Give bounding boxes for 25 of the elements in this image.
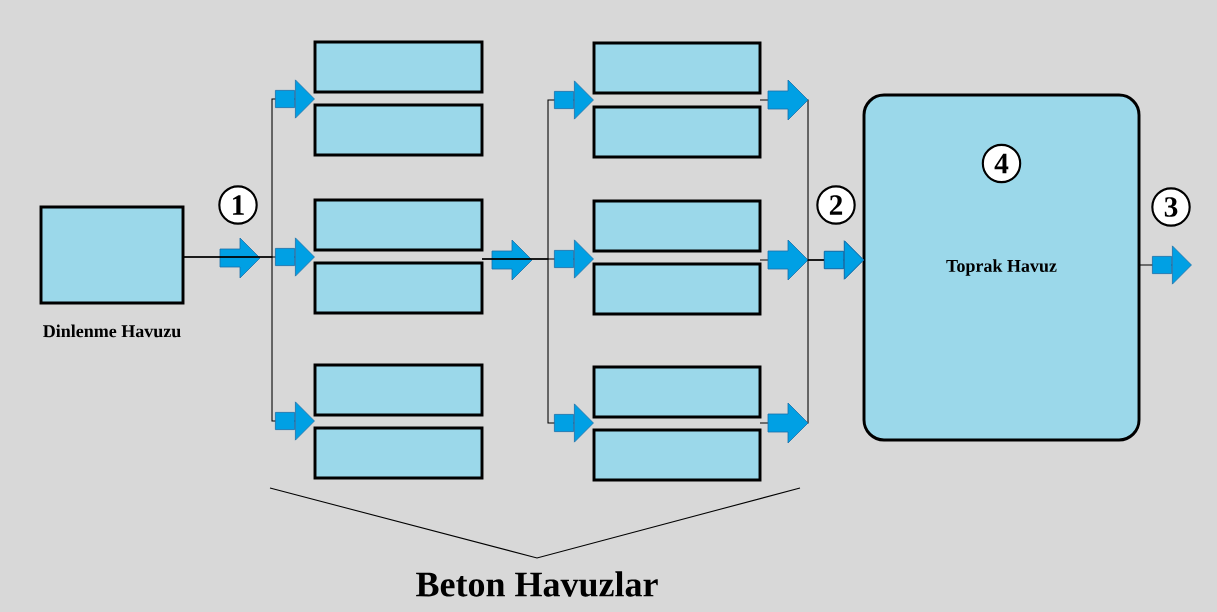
flow-arrow [481,258,594,443]
pool-box [313,261,484,315]
pool-box [592,262,762,316]
pool-box [592,105,762,159]
callout-number: 2 [816,185,856,225]
flow-arrow [219,237,261,279]
pool-box [592,199,762,253]
callout-number: 3 [1151,187,1191,227]
pool-box [313,40,484,94]
flow-arrow [1138,245,1192,285]
callout-number: 4 [981,143,1022,184]
callout-number: 1 [218,185,258,225]
pool-box [313,363,484,417]
group-label: Beton Havuzlar [416,571,658,597]
pool-box [592,41,762,95]
pool-box: Dinlenme Havuzu [39,205,185,338]
flow-arrow [759,240,864,444]
pool-box [592,428,762,482]
pool-box [313,198,484,252]
node-label: Dinlenme Havuzu [43,324,181,338]
pool-box [592,365,762,419]
pool-box [313,426,484,480]
flow-arrow [491,239,533,281]
pool-box [313,103,484,157]
flow-arrow [182,256,315,441]
